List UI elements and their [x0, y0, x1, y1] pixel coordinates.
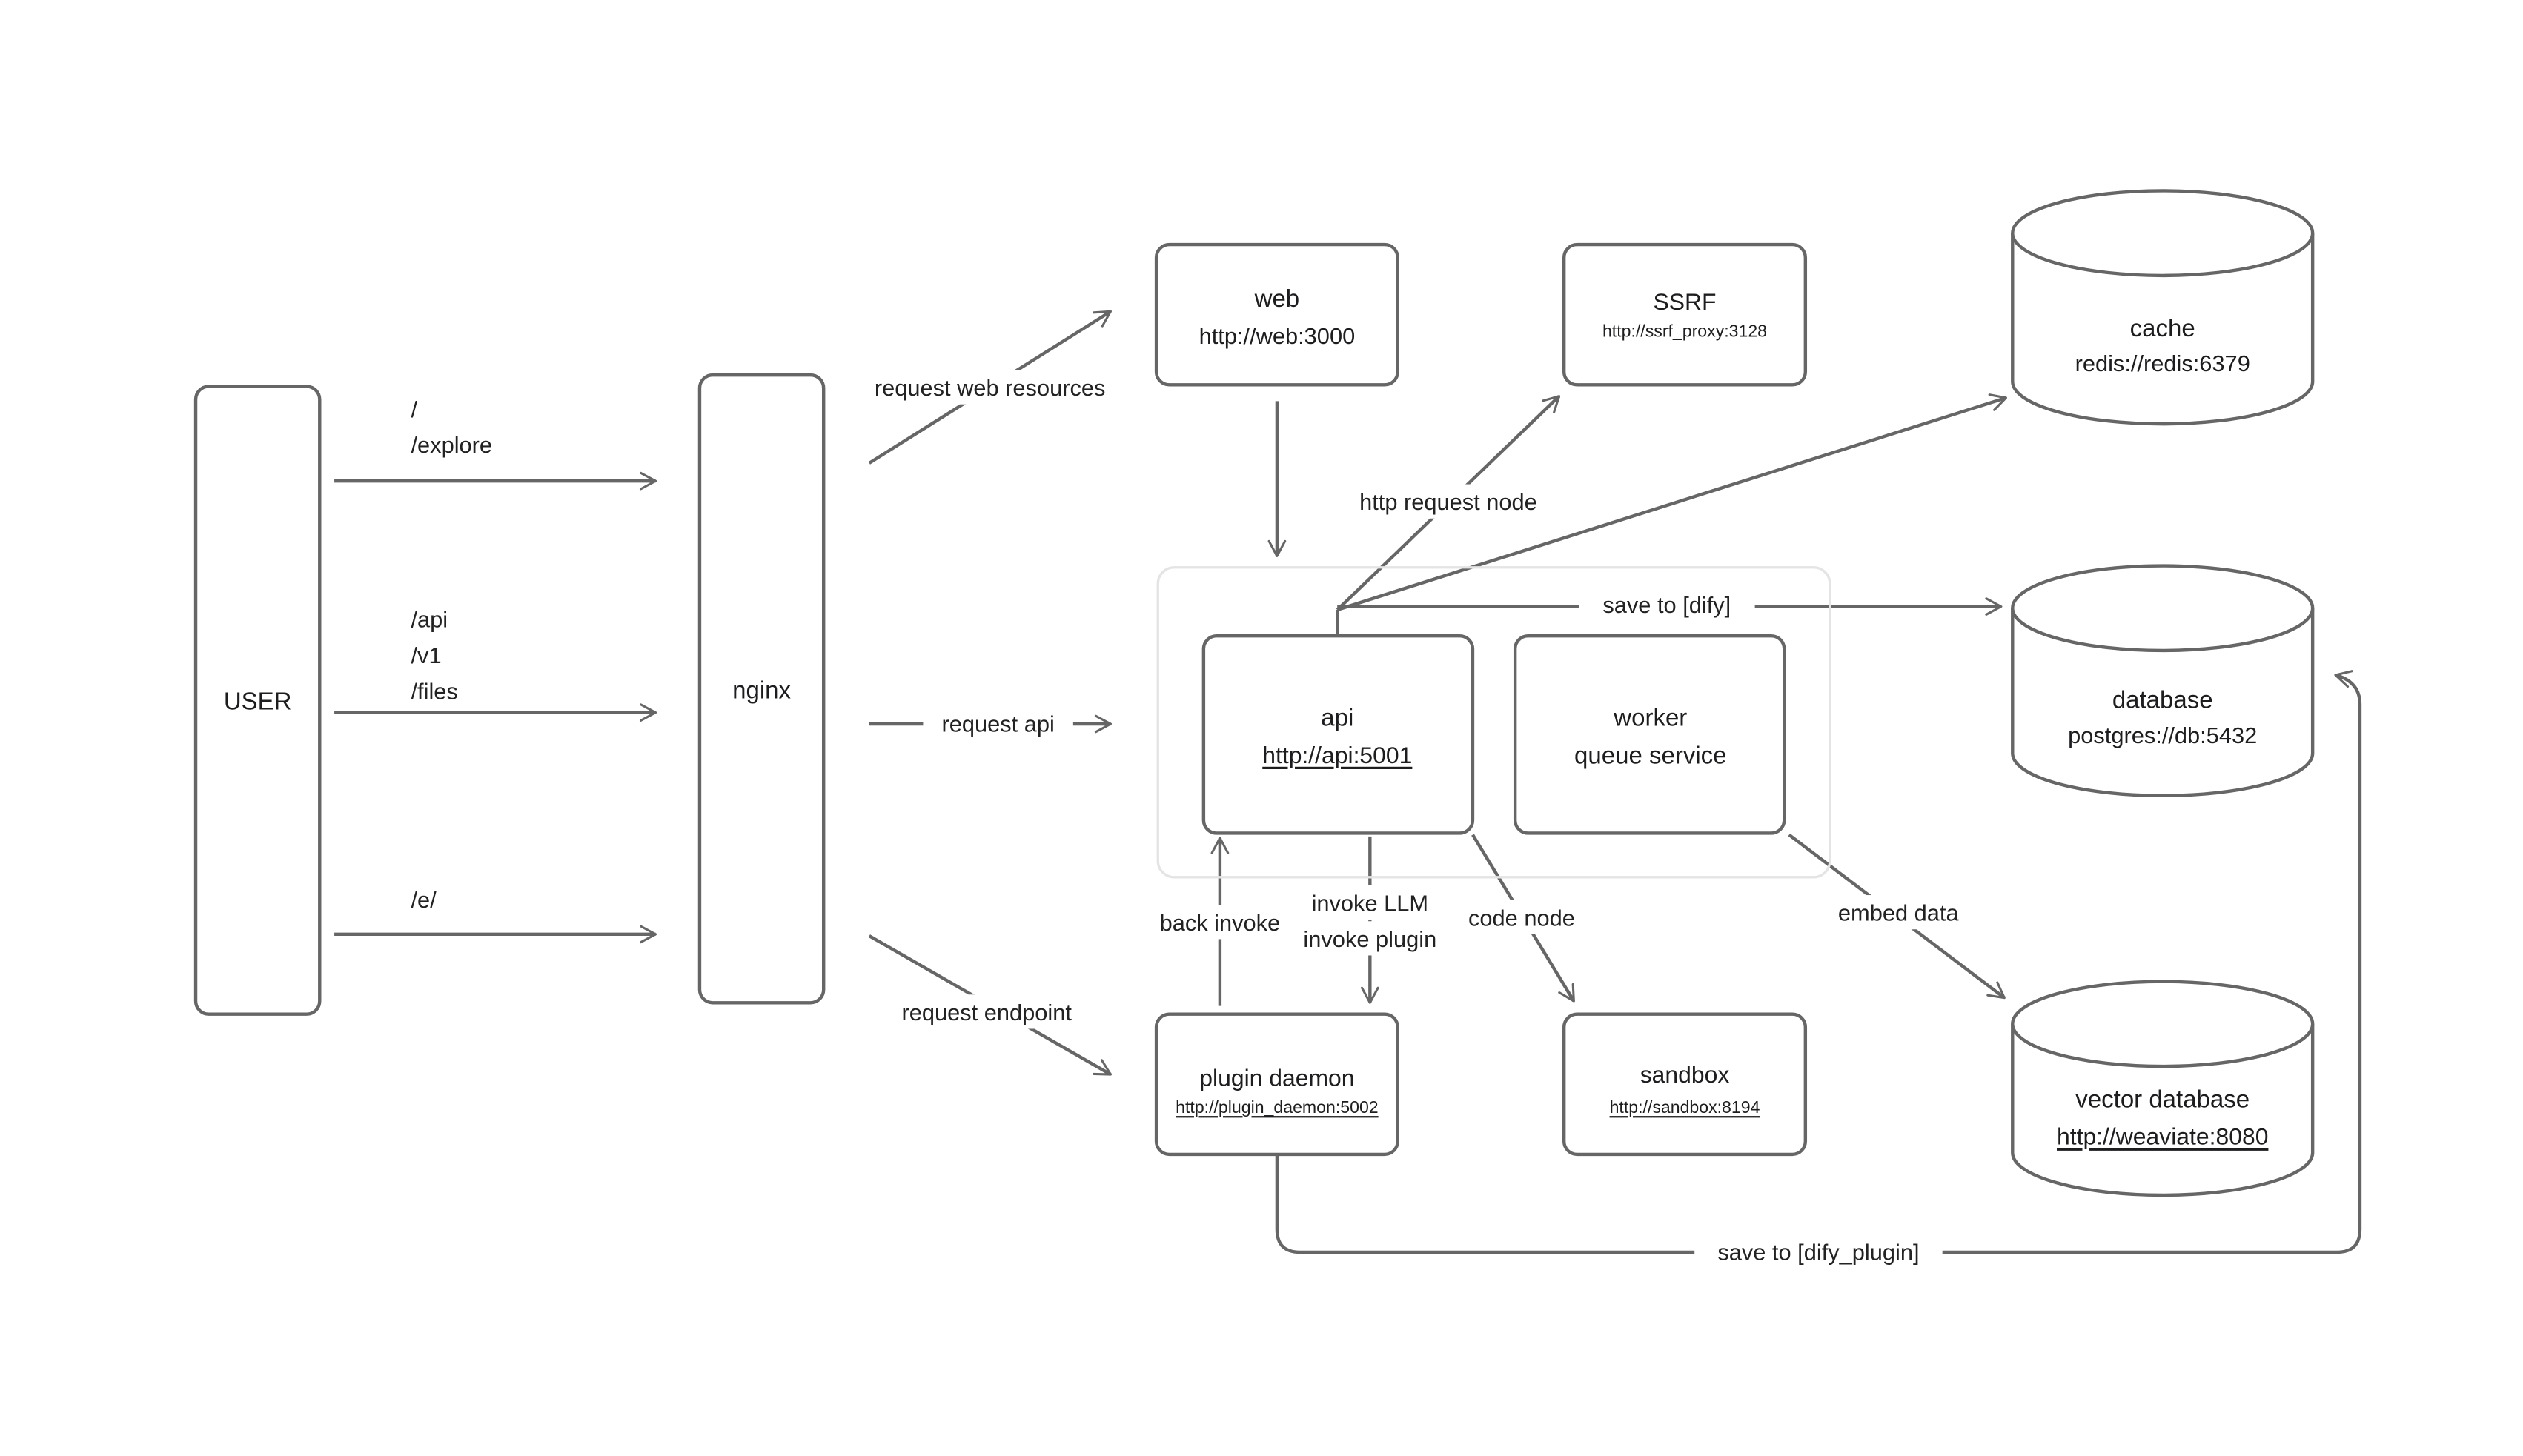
- svg-text:request api: request api: [941, 711, 1054, 737]
- sandbox-node: sandbox http://sandbox:8194: [1562, 1012, 1808, 1157]
- worker-title: worker: [1613, 704, 1687, 731]
- database-node: database postgres://db:5432: [2011, 564, 2315, 798]
- save-to-dify-label: save to [dify]: [1578, 587, 1755, 622]
- back-invoke-label: back invoke: [1148, 905, 1292, 940]
- web-node: web http://web:3000: [1154, 242, 1399, 387]
- sandbox-title: sandbox: [1640, 1061, 1730, 1088]
- route-files-label: /files: [411, 678, 457, 704]
- ssrf-url: http://ssrf_proxy:3128: [1602, 322, 1767, 341]
- save-to-dify-plugin-label: save to [dify_plugin]: [1694, 1234, 1943, 1271]
- api-url: http://api:5001: [1262, 742, 1412, 768]
- api-title: api: [1321, 704, 1353, 731]
- vector-database-url: http://weaviate:8080: [2057, 1123, 2268, 1150]
- worker-node: worker queue service: [1513, 634, 1786, 835]
- api-node: api http://api:5001: [1201, 634, 1475, 835]
- ssrf-node: SSRF http://ssrf_proxy:3128: [1562, 242, 1808, 387]
- request-api-label: request api: [923, 705, 1073, 741]
- svg-text:request web resources: request web resources: [875, 375, 1106, 401]
- user-node: USER: [193, 385, 322, 1016]
- http-request-node-label: http request node: [1340, 484, 1556, 519]
- cache-node: cache redis://redis:6379: [2011, 189, 2315, 426]
- route-api-label: /api: [411, 607, 448, 633]
- invoke-plugin-label: invoke plugin: [1288, 921, 1452, 956]
- ssrf-title: SSRF: [1653, 288, 1716, 315]
- nginx-node: nginx: [697, 373, 826, 1005]
- svg-text:embed data: embed data: [1838, 900, 1960, 926]
- sandbox-url: http://sandbox:8194: [1610, 1097, 1760, 1117]
- svg-text:back invoke: back invoke: [1160, 910, 1281, 936]
- svg-text:save to [dify_plugin]: save to [dify_plugin]: [1717, 1239, 1919, 1265]
- svg-text:request endpoint: request endpoint: [902, 1000, 1072, 1025]
- web-url: http://web:3000: [1199, 323, 1356, 349]
- nginx-label: nginx: [732, 676, 791, 703]
- cache-title: cache: [2130, 314, 2195, 342]
- invoke-llm-label: invoke LLM: [1301, 885, 1439, 920]
- vector-database-node: vector database http://weaviate:8080: [2011, 980, 2315, 1197]
- plugin-daemon-url: http://plugin_daemon:5002: [1176, 1097, 1379, 1117]
- svg-text:invoke plugin: invoke plugin: [1303, 926, 1436, 952]
- route-root-label: /: [411, 396, 417, 422]
- embed-data-label: embed data: [1829, 895, 1967, 930]
- user-label: USER: [224, 688, 292, 715]
- svg-text:save to [dify]: save to [dify]: [1602, 592, 1731, 618]
- api-worker-group: [1156, 566, 1831, 879]
- plugin-daemon-node: plugin daemon http://plugin_daemon:5002: [1154, 1012, 1399, 1157]
- web-title: web: [1254, 285, 1300, 312]
- svg-text:invoke LLM: invoke LLM: [1312, 891, 1429, 917]
- edge-labels: request web resources request api reques…: [859, 370, 1967, 1271]
- route-labels: / /explore /api /v1 /files /e/: [411, 396, 492, 913]
- request-web-resources-label: request web resources: [859, 370, 1121, 405]
- code-node-label: code node: [1459, 900, 1584, 934]
- route-e-label: /e/: [411, 887, 437, 913]
- route-v1-label: /v1: [411, 642, 441, 668]
- route-explore-label: /explore: [411, 432, 492, 458]
- database-title: database: [2112, 685, 2213, 713]
- database-url: postgres://db:5432: [2068, 722, 2257, 748]
- edge-plugin-daemon-database: [1275, 670, 2362, 1254]
- cache-url: redis://redis:6379: [2075, 350, 2250, 376]
- worker-subtitle: queue service: [1574, 741, 1726, 768]
- edge-api-cache: [1336, 393, 2008, 612]
- svg-text:http request node: http request node: [1359, 489, 1537, 515]
- plugin-daemon-title: plugin daemon: [1199, 1064, 1354, 1091]
- request-endpoint-label: request endpoint: [883, 994, 1090, 1029]
- svg-text:code node: code node: [1468, 905, 1575, 931]
- vector-database-title: vector database: [2075, 1086, 2250, 1113]
